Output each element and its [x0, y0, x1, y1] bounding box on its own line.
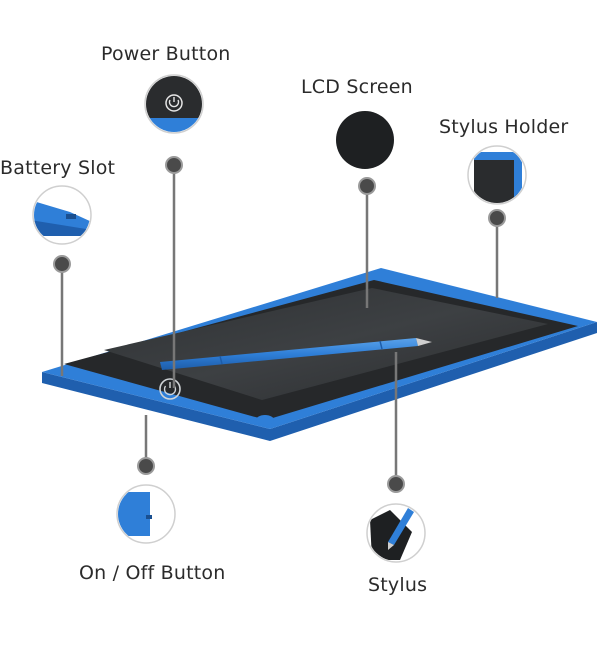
- power-button-label: Power Button: [101, 43, 231, 65]
- lcd-screen-label: LCD Screen: [301, 76, 413, 98]
- stylus-holder-label: Stylus Holder: [439, 116, 569, 138]
- on-off-button-callout: [116, 484, 176, 544]
- lcd-screen-callout: [336, 111, 394, 169]
- on-off-button-label: On / Off Button: [79, 562, 226, 584]
- leader-lines: [60, 165, 499, 484]
- lcd-screen-surface: [104, 288, 548, 400]
- leader-dots: [53, 156, 506, 493]
- stylus-label: Stylus: [368, 574, 428, 596]
- power-button-callout: [144, 74, 204, 134]
- tablet-frame-edge: [42, 322, 597, 441]
- battery-slot-label: Battery Slot: [0, 157, 116, 179]
- stylus-callout: [366, 503, 426, 563]
- stylus-on-screen: [160, 338, 432, 370]
- tablet-stylus-hole: [256, 415, 274, 425]
- lcd-tablet: [42, 268, 597, 441]
- stylus-holder-callout: [467, 145, 527, 205]
- tablet-power-button: [159, 378, 181, 400]
- power-icon: [165, 94, 183, 112]
- battery-slot-callout: [32, 185, 92, 245]
